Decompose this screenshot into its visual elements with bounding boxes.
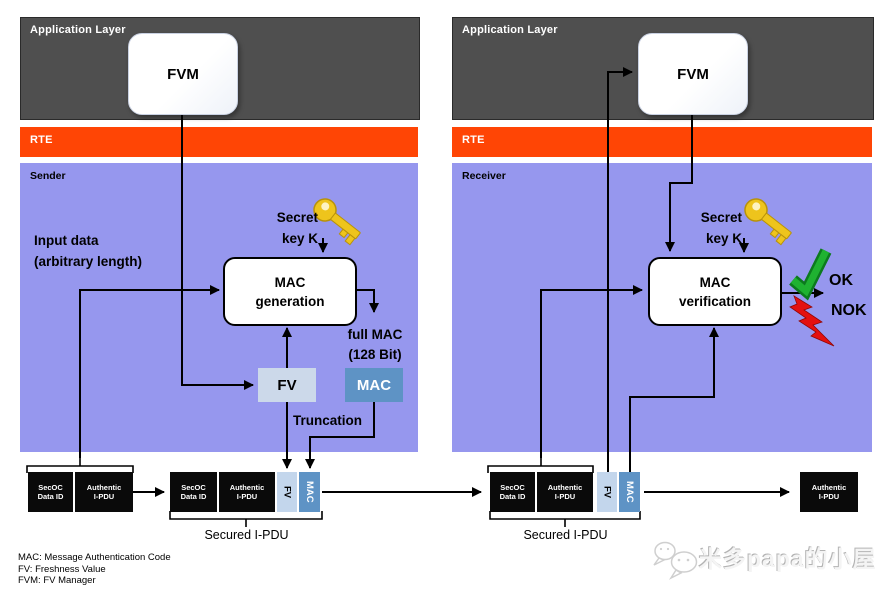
pdu-field-secoc-data-id: SecOC Data ID — [490, 472, 535, 512]
fvm-box-sender: FVM — [128, 33, 238, 115]
pdu-field-authentic-ipdu: Authentic I-PDU — [537, 472, 593, 512]
sender-zone — [20, 163, 418, 452]
rte-receiver-label: RTE — [462, 134, 485, 146]
pdu-field-mac: MAC — [299, 472, 320, 512]
pdu-field-mac: MAC — [619, 472, 640, 512]
truncation-label: Truncation — [293, 413, 363, 428]
rte-sender-label: RTE — [30, 134, 53, 146]
pdu-field-fv: FV — [597, 472, 617, 512]
fvm-sender-label: FVM — [167, 65, 199, 83]
pdu-field-authentic-ipdu: Authentic I-PDU — [219, 472, 275, 512]
pdu-field-authentic-ipdu-output: Authentic I-PDU — [800, 472, 858, 512]
secured-ipdu-label-receiver: Secured I-PDU — [523, 528, 608, 542]
legend-line-fv: FV: Freshness Value — [18, 563, 106, 575]
rte-bar-receiver — [452, 127, 872, 157]
mac-verification-box: MAC verification — [648, 257, 782, 326]
application-layer-sender-label: Application Layer — [30, 24, 126, 36]
full-mac-label: full MAC (128 Bit) — [347, 327, 403, 362]
secret-key-label-sender: Secret key K — [276, 210, 318, 246]
nok-label: NOK — [831, 302, 867, 319]
pdu-field-secoc-data-id: SecOC Data ID — [170, 472, 217, 512]
secured-ipdu-label-sender: Secured I-PDU — [204, 528, 289, 542]
mac-generation-box: MAC generation — [223, 257, 357, 326]
pdu-field-authentic-ipdu: Authentic I-PDU — [75, 472, 133, 512]
fvm-box-receiver: FVM — [638, 33, 748, 115]
ok-label: OK — [829, 272, 853, 289]
fvm-receiver-label: FVM — [677, 65, 709, 83]
mac-box: MAC — [345, 368, 403, 402]
input-data-label: Input data (arbitrary length) — [34, 233, 143, 269]
receiver-zone-label: Receiver — [462, 170, 506, 182]
legend-line-fvm: FVM: FV Manager — [18, 575, 96, 586]
pdu-field-secoc-data-id: SecOC Data ID — [28, 472, 73, 512]
wechat-icon — [653, 541, 698, 580]
pdu-field-fv: FV — [277, 472, 297, 512]
secret-key-label-receiver: Secret key K — [700, 210, 742, 246]
sender-zone-label: Sender — [30, 170, 66, 182]
fv-box: FV — [258, 368, 316, 402]
rte-bar-sender — [20, 127, 418, 157]
legend-text: MAC: Message Authentication Code FV: Fre… — [18, 552, 171, 587]
legend-line-mac: MAC: Message Authentication Code — [18, 552, 171, 563]
application-layer-receiver-label: Application Layer — [462, 24, 558, 36]
watermark-text: 米多papa的小屋 — [699, 546, 877, 572]
